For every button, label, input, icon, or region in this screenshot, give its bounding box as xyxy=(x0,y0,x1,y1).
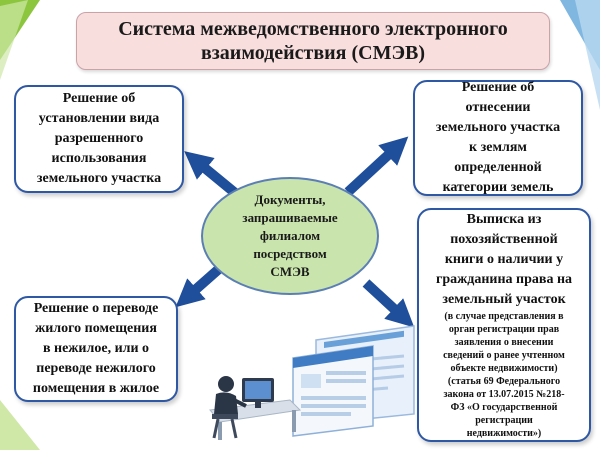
premises-conversion-decision-box: Решение о переводе жилого помещения в не… xyxy=(14,296,178,402)
box-text-line: гражданина права на xyxy=(435,272,573,287)
center-documents-oval: Документы, запрашиваемые филиалом посред… xyxy=(201,177,379,295)
box-text-line: Решение об xyxy=(62,91,136,106)
center-text-line: филиалом xyxy=(259,228,321,243)
box-note-line: сведений о ранее учтенном xyxy=(443,350,565,361)
box-text-line: Решение о переводе xyxy=(33,301,159,316)
box-text-line: книги о наличии у xyxy=(444,252,564,267)
land-use-decision-box: Решение об установлении вида разрешенног… xyxy=(14,85,184,193)
box-note-line: недвижимости») xyxy=(466,428,542,439)
box-text-line: разрешенного xyxy=(54,131,144,146)
box-note-line: заявления о внесении xyxy=(454,337,554,348)
box-text-line: в нежилое, или о xyxy=(42,341,150,356)
household-book-extract-box: Выписка из похозяйственной книги о налич… xyxy=(417,208,591,442)
box-text-line: Решение об xyxy=(461,80,535,95)
box-text-line: земельного участка xyxy=(36,171,162,186)
box-text-line: земельного участка xyxy=(435,120,561,135)
box-text-line: земельный участок xyxy=(442,292,566,307)
box-text-line: похозяйственной xyxy=(450,232,558,247)
box-text-line: жилого помещения xyxy=(35,321,157,336)
box-text-line: к землям xyxy=(469,140,527,155)
box-note-line: закона от 13.07.2015 №218- xyxy=(443,389,565,400)
box-text-line: Выписка из xyxy=(466,212,542,227)
box-text-line: переводе нежилого xyxy=(36,361,156,376)
title-line-1: Система межведомственного электронного xyxy=(118,18,508,40)
center-text-line: посредством xyxy=(253,246,327,261)
box-note-line: ФЗ «О государственной xyxy=(450,402,558,413)
box-text-line: установлении вида xyxy=(38,111,160,126)
box-note-line: (в случае представления в xyxy=(444,311,564,322)
title-line-2: взаимодействия (СМЭВ) xyxy=(200,42,426,64)
box-note-line: регистрации xyxy=(475,415,533,426)
box-text-line: помещения в жилое xyxy=(32,381,160,396)
land-category-decision-box: Решение об отнесении земельного участка … xyxy=(413,80,583,196)
monitor xyxy=(242,378,274,408)
box-text-line: категории земель xyxy=(442,180,554,195)
person-figure xyxy=(212,376,247,439)
box-text-line: использования xyxy=(51,151,147,166)
box-note-line: (статья 69 Федерального xyxy=(447,376,561,387)
box-text-line: определенной xyxy=(454,160,542,175)
center-text-line: СМЭВ xyxy=(270,264,310,279)
box-text-line: отнесении xyxy=(465,100,531,115)
center-text-line: запрашиваемые xyxy=(242,210,338,225)
screen-panel-front xyxy=(292,345,374,437)
box-note-line: орган регистрации прав xyxy=(448,324,560,335)
title-banner: Система межведомственного электронного в… xyxy=(76,12,550,70)
box-note-line: объекте недвижимости) xyxy=(450,363,558,374)
center-text-line: Документы, xyxy=(254,192,326,207)
computer-workstation-illustration xyxy=(209,325,415,440)
